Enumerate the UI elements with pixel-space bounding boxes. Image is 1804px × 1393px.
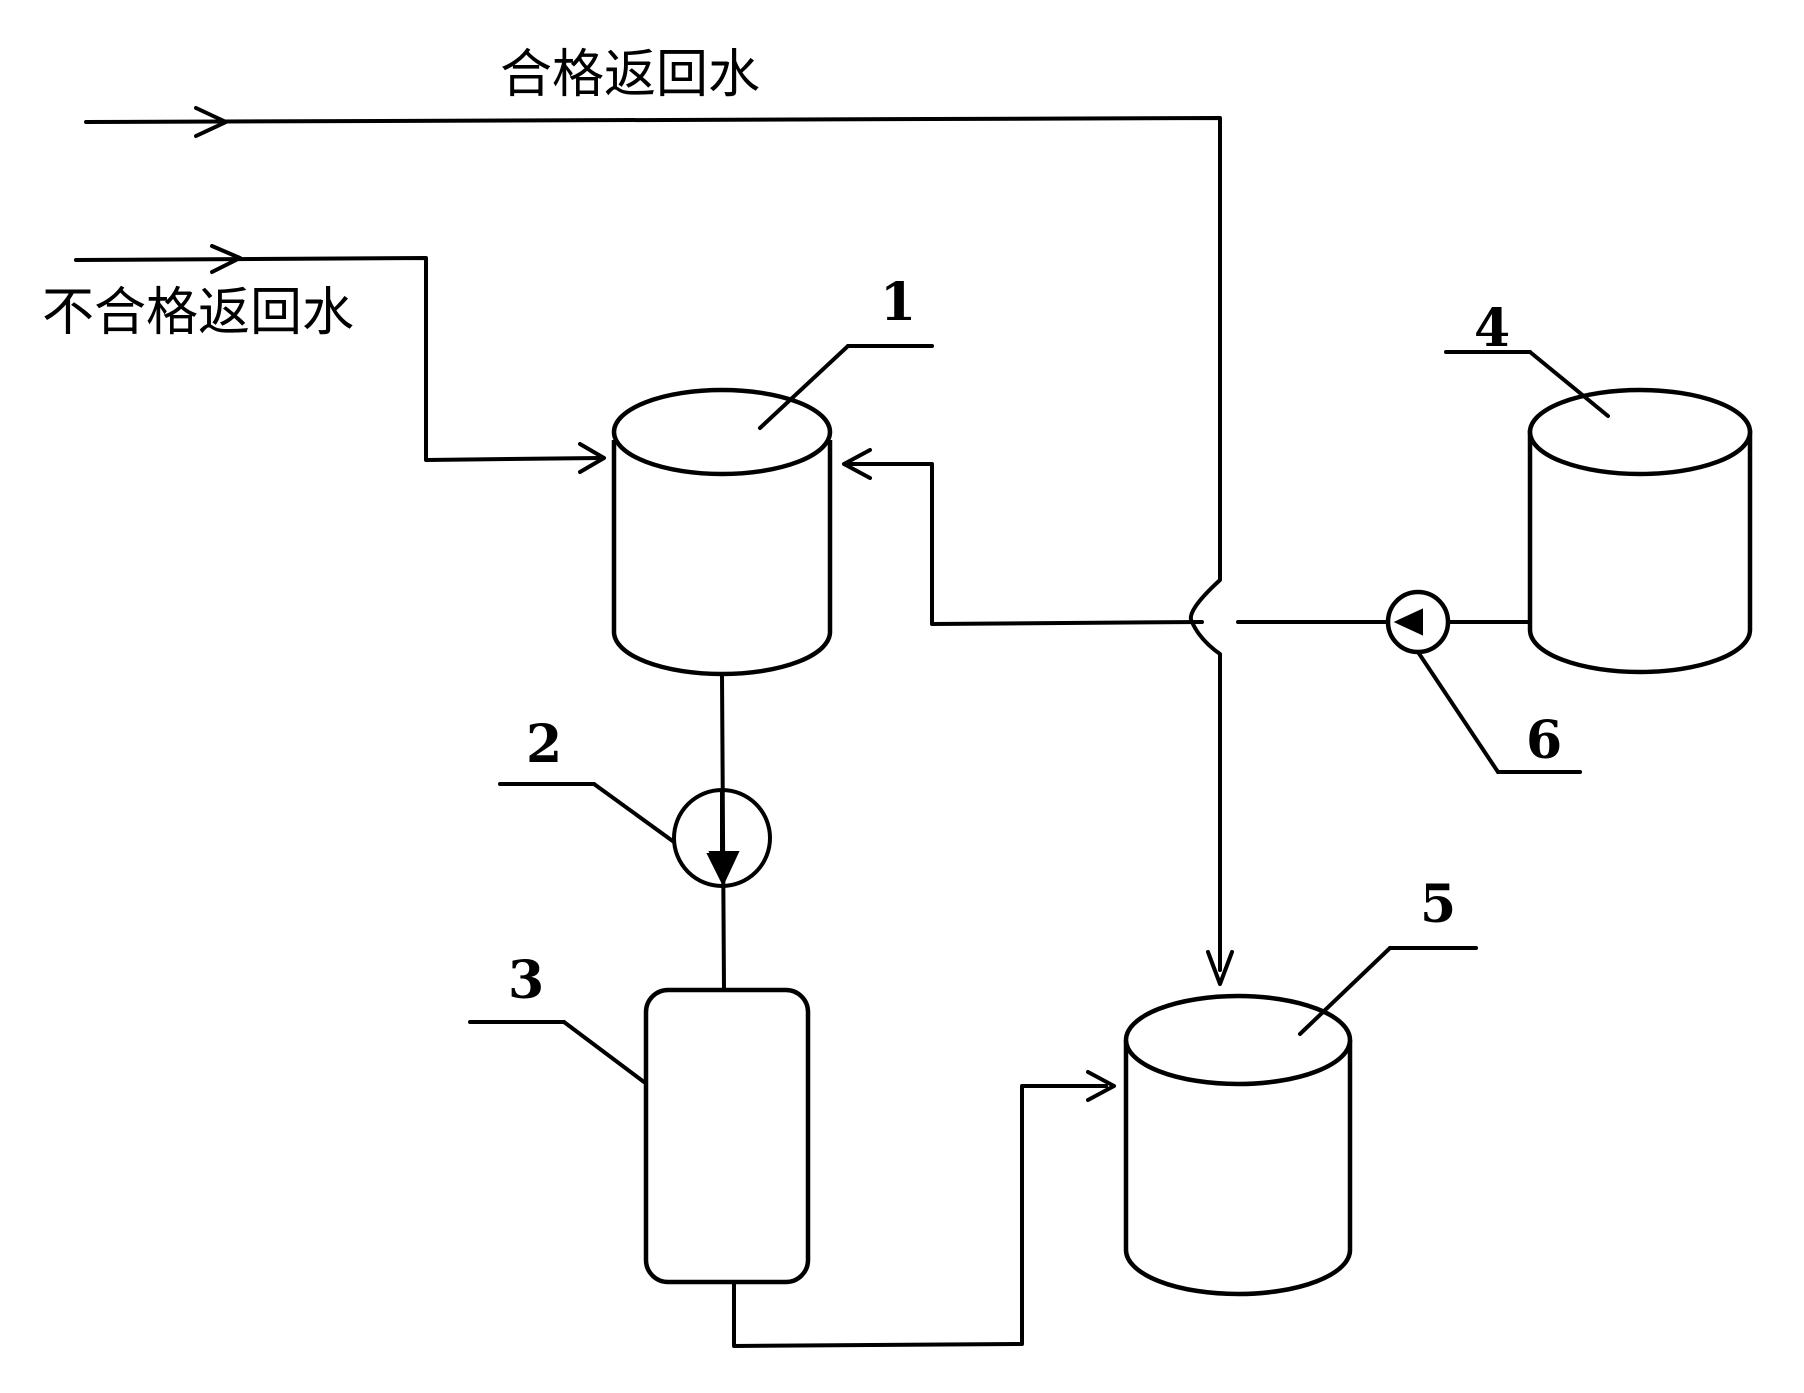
leader-line-1 <box>758 344 850 430</box>
tank-5 <box>1123 993 1353 1297</box>
pump-6 <box>1385 589 1451 655</box>
line-filter3-to-tank5 <box>732 1070 1116 1348</box>
tank-5-number: 5 <box>1420 874 1456 935</box>
leader-line-6 <box>1416 650 1500 774</box>
qualified-return-water-label: 合格返回水 <box>500 45 760 105</box>
leader-line-3 <box>562 1020 646 1084</box>
tank-1 <box>611 387 833 677</box>
leader-line-4 <box>1528 350 1610 418</box>
recycle-line-tank4-to-tank1 <box>842 448 1532 626</box>
tank-1-number: 1 <box>880 272 916 333</box>
filter-3-number: 3 <box>508 950 544 1011</box>
pump-2-number: 2 <box>526 714 562 775</box>
unqualified-return-water-line <box>74 244 606 474</box>
leader-line-2 <box>592 782 676 844</box>
tank-4 <box>1527 387 1753 675</box>
leader-line-5 <box>1298 946 1392 1036</box>
unqualified-return-water-label: 不合格返回水 <box>42 283 354 343</box>
pump-6-number: 6 <box>1526 710 1562 771</box>
tank-4-number: 4 <box>1474 298 1510 359</box>
filter-3 <box>643 987 811 1285</box>
pump-2 <box>672 788 772 888</box>
